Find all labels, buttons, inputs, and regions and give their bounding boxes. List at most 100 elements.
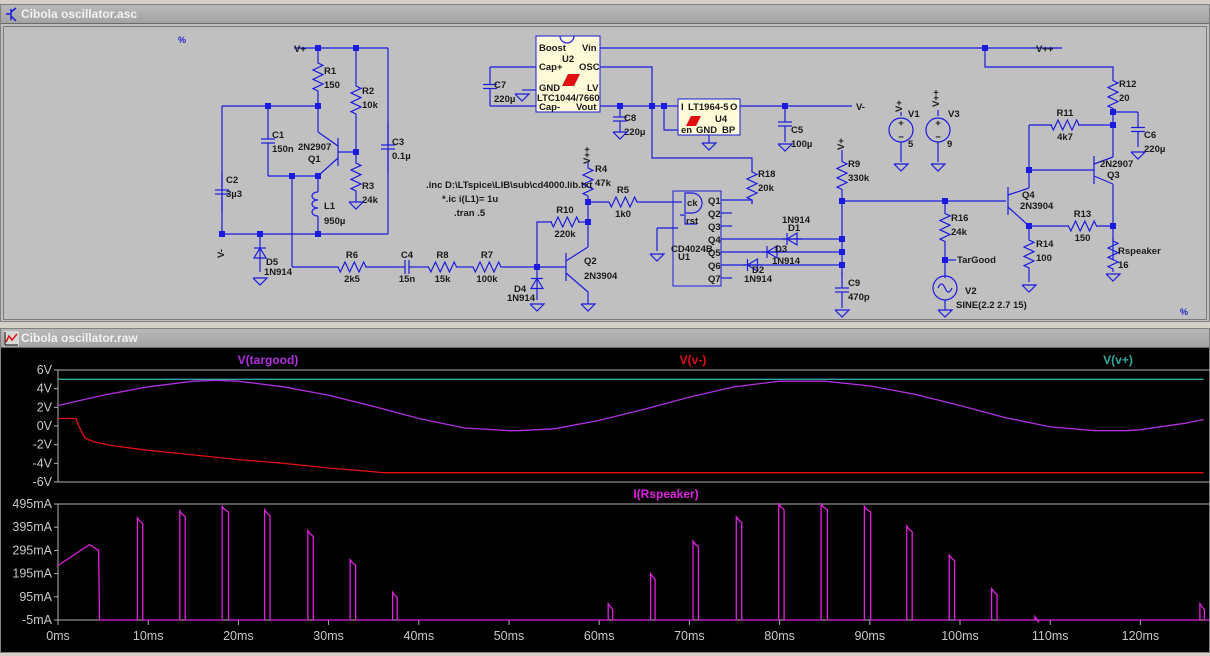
resistor-R1[interactable] <box>311 48 325 106</box>
resistor-R5[interactable] <box>606 195 640 209</box>
resistor-R11-name: R11 <box>1057 108 1075 119</box>
ic-U1-pin-q6: Q6 <box>708 261 721 272</box>
resistor-R13-name: R13 <box>1074 209 1091 220</box>
ground-icon <box>529 303 546 312</box>
resistor-R9[interactable] <box>835 150 849 201</box>
ic-U1-pin-q2: Q2 <box>708 209 721 220</box>
ic-U1-pin-rst: rst <box>686 216 699 227</box>
resistor-R8-value: 15k <box>435 274 452 285</box>
transistor-icon <box>6 7 17 22</box>
net-label-vminus-right: V- <box>856 102 865 113</box>
resistor-R13[interactable] <box>1067 219 1098 233</box>
x-tick-label: 60ms <box>584 629 615 643</box>
transistor-Q4-collector <box>1007 187 1030 196</box>
ground-icon <box>580 303 597 312</box>
transistor-Q3-emitter <box>1093 175 1114 185</box>
transistor-Q2-part: 2N3904 <box>584 271 618 282</box>
trace-v-targood-[interactable] <box>57 379 1204 432</box>
capacitor-C5-value: 100µ <box>791 139 812 150</box>
resistor-R2-value: 10k <box>362 100 379 111</box>
wire <box>600 66 753 168</box>
inductor-L1[interactable] <box>311 191 319 217</box>
transistor-Q4-part: 2N3904 <box>1020 201 1054 212</box>
trace-label-v-targood-[interactable]: V(targood) <box>238 353 299 367</box>
resistor-R11[interactable] <box>1050 118 1080 132</box>
trace-label-v-v-[interactable]: V(v+) <box>1103 353 1133 367</box>
ic-U4-pin-gnd: GND <box>696 125 717 136</box>
resistor-R16[interactable] <box>938 201 952 254</box>
capacitor-C7-value: 220µ <box>494 94 515 105</box>
capacitor-C6-name: C6 <box>1144 130 1156 141</box>
diode-D1-value: 1N914 <box>782 215 811 226</box>
ic-U4-part: LT1964-5 <box>688 102 729 113</box>
capacitor-C2-value: 3µ3 <box>226 189 242 200</box>
trace-label-v-v-[interactable]: V(v-) <box>680 353 707 367</box>
resistor-R7[interactable] <box>470 260 504 274</box>
ground-icon <box>348 201 365 210</box>
resistor-R5-value: 1k0 <box>615 209 631 220</box>
diode-D4[interactable] <box>529 277 545 290</box>
waveform-plot[interactable]: 6V4V2V0V-2V-4V-6VV(targood)V(v-)V(v+)495… <box>3 349 1210 651</box>
ic-U4-name: U4 <box>715 114 728 125</box>
waveform-titlebar[interactable]: Cibola oscillator.raw <box>1 329 1209 348</box>
capacitor-C4-name: C4 <box>401 250 414 261</box>
gate-symbol <box>684 192 703 214</box>
resistor-R3[interactable] <box>349 152 363 202</box>
minus-sign: − <box>898 132 904 143</box>
diode-D1[interactable] <box>785 231 798 247</box>
x-tick-label: 120ms <box>1122 629 1160 643</box>
resistor-R16-value: 24k <box>951 227 968 238</box>
net-label-vplus: V+ <box>294 44 306 55</box>
schematic-drawing[interactable]: V+R1150R210kC1150nQ12N2907R324kL1950µC30… <box>4 27 1208 321</box>
resistor-R12[interactable] <box>1106 77 1120 112</box>
resistor-R4-name: R4 <box>595 164 608 175</box>
ic-U4-pin-bp: BP <box>722 125 736 136</box>
x-tick-label: 40ms <box>404 629 435 643</box>
trace-v-v-[interactable] <box>58 417 1204 474</box>
y-tick-label: 0V <box>37 419 53 433</box>
resistor-R10[interactable] <box>550 215 580 229</box>
voltage-source-V2-name: V2 <box>965 286 977 297</box>
y-tick-label: 495mA <box>12 497 52 511</box>
net-label-vminus: V- <box>216 249 227 258</box>
percent-marker: % <box>1180 307 1188 317</box>
resistor-R14[interactable] <box>1022 226 1036 282</box>
diode-D5[interactable] <box>252 246 268 259</box>
resistor-R6[interactable] <box>336 260 368 274</box>
ic-U2-pin-capminus: Cap- <box>539 102 560 113</box>
capacitor-C8-name: C8 <box>624 113 636 124</box>
transistor-Q4-name: Q4 <box>1022 190 1035 201</box>
waveform-title: Cibola oscillator.raw <box>21 331 138 345</box>
resistor-Rspeaker[interactable] <box>1106 238 1120 272</box>
trace-label-i-rspeaker-[interactable]: I(Rspeaker) <box>633 487 698 501</box>
diode-D3[interactable] <box>765 244 778 260</box>
resistor-R8[interactable] <box>427 260 458 274</box>
resistor-R2[interactable] <box>349 48 363 152</box>
resistor-R5-name: R5 <box>617 185 630 196</box>
ground-icon <box>930 163 947 172</box>
plus-sign: + <box>935 118 941 129</box>
schematic-titlebar[interactable]: Cibola oscillator.asc <box>1 5 1209 24</box>
resistor-R6-name: R6 <box>346 250 358 261</box>
trace-i-rspeaker-[interactable] <box>57 501 1210 623</box>
diode-D5-value: 1N914 <box>264 267 293 278</box>
resistor-R1-name: R1 <box>324 66 337 77</box>
resistor-R18[interactable] <box>745 168 759 204</box>
x-tick-label: 110ms <box>1032 629 1069 643</box>
resistor-R14-name: R14 <box>1036 239 1054 250</box>
capacitor-C1-value: 150n <box>272 144 294 155</box>
resistor-R4[interactable] <box>581 162 595 202</box>
y-tick-label: 2V <box>37 400 53 414</box>
ground-icon <box>252 277 269 286</box>
ic-U2-pin-vout: Vout <box>576 102 597 113</box>
voltage-source-V2-value: SINE(2.2 2.7 15) <box>956 300 1027 311</box>
diode-D2[interactable] <box>746 257 759 273</box>
y-tick-label: 195mA <box>12 567 52 581</box>
ic-U4[interactable] <box>677 98 741 136</box>
diode-D1-name: D1 <box>788 223 801 234</box>
capacitor-C3-value: 0.1µ <box>392 151 411 162</box>
